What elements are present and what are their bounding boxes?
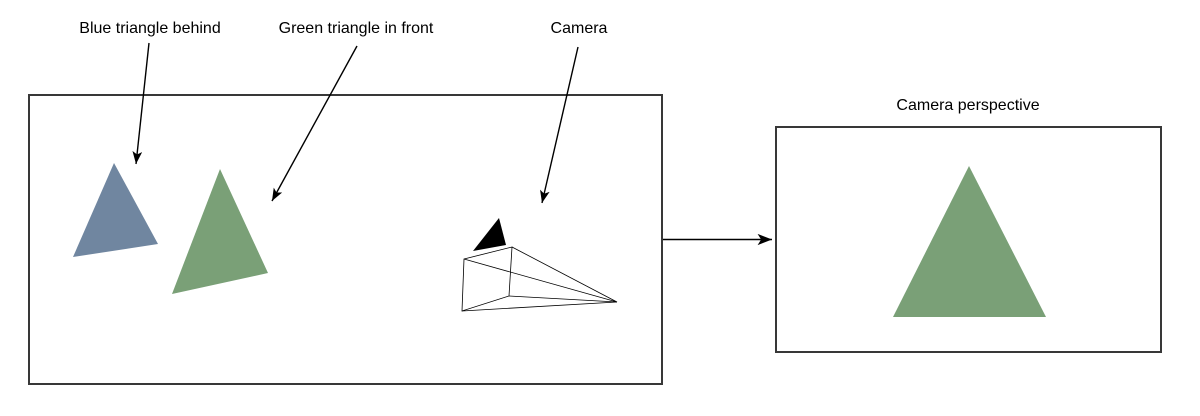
camera-label: Camera [550,20,608,37]
camera-frustum-edge [508,295,618,303]
blue-triangle-label: Blue triangle behind [79,20,221,37]
perspective-triangle [893,166,1046,317]
camera-frustum-edge [463,258,618,303]
camera-frustum-edge [511,246,618,303]
camera-frustum-edge [461,301,618,312]
camera-body-triangle [473,218,506,251]
perspective-box-title: Camera perspective [896,97,1040,114]
green-triangle [172,169,268,294]
blue-triangle [73,163,158,257]
blue-label-arrow [132,42,150,165]
green-label-arrow [271,45,358,202]
green-triangle-label: Green triangle in front [278,20,434,37]
camera-icon [461,246,618,312]
camera-label-arrow [540,46,579,204]
